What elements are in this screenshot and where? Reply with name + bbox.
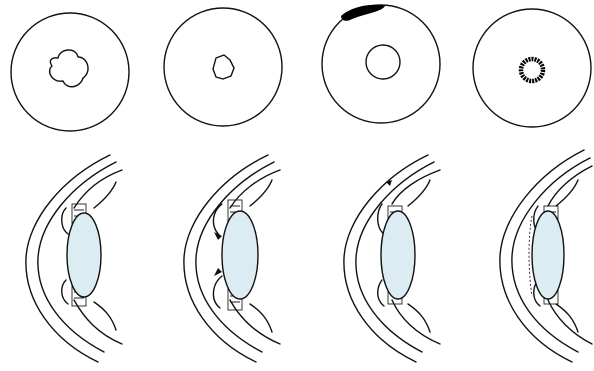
- lens-3: [381, 211, 415, 299]
- lens-4: [532, 211, 564, 299]
- dark-pupil-ring: [521, 59, 543, 81]
- irregular-pupil: [213, 55, 234, 79]
- lens-2: [222, 211, 258, 299]
- front-view-2: [164, 8, 282, 126]
- round-pupil: [366, 45, 400, 79]
- front-view-4: [473, 9, 591, 127]
- trefoil-pupil: [50, 50, 88, 87]
- front-view-3: [322, 5, 440, 123]
- lens-1: [67, 213, 101, 297]
- front-view-1: [11, 13, 129, 131]
- cross-section-2: [184, 155, 280, 362]
- cross-section-1: [26, 155, 122, 362]
- pigment-deposit: [341, 5, 385, 21]
- cross-section-4: [500, 150, 592, 362]
- cross-section-3: [344, 155, 440, 362]
